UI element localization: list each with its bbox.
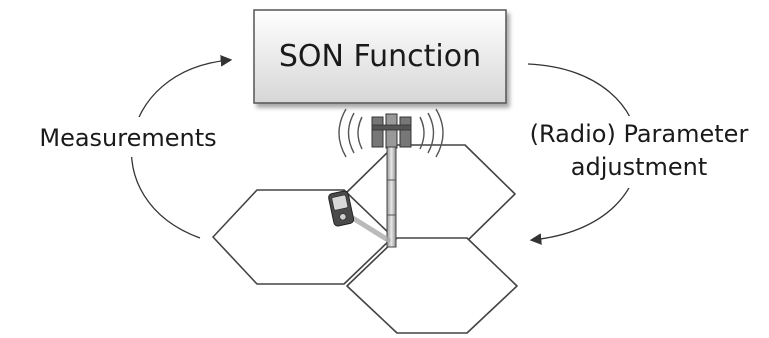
- parameter-label-line1: (Radio) Parameter: [530, 120, 749, 148]
- radio-link: [345, 212, 391, 243]
- mobile-phone-icon: [328, 190, 355, 227]
- son-function-box: SON Function: [253, 9, 507, 104]
- measurements-label: Measurements: [39, 124, 216, 152]
- son-function-label: SON Function: [279, 39, 481, 74]
- cell-bottom: [346, 237, 518, 334]
- parameter-label-line2: adjustment: [571, 153, 708, 181]
- hexagon-cell-icon: [212, 144, 518, 334]
- cell-tower-icon: [338, 108, 444, 248]
